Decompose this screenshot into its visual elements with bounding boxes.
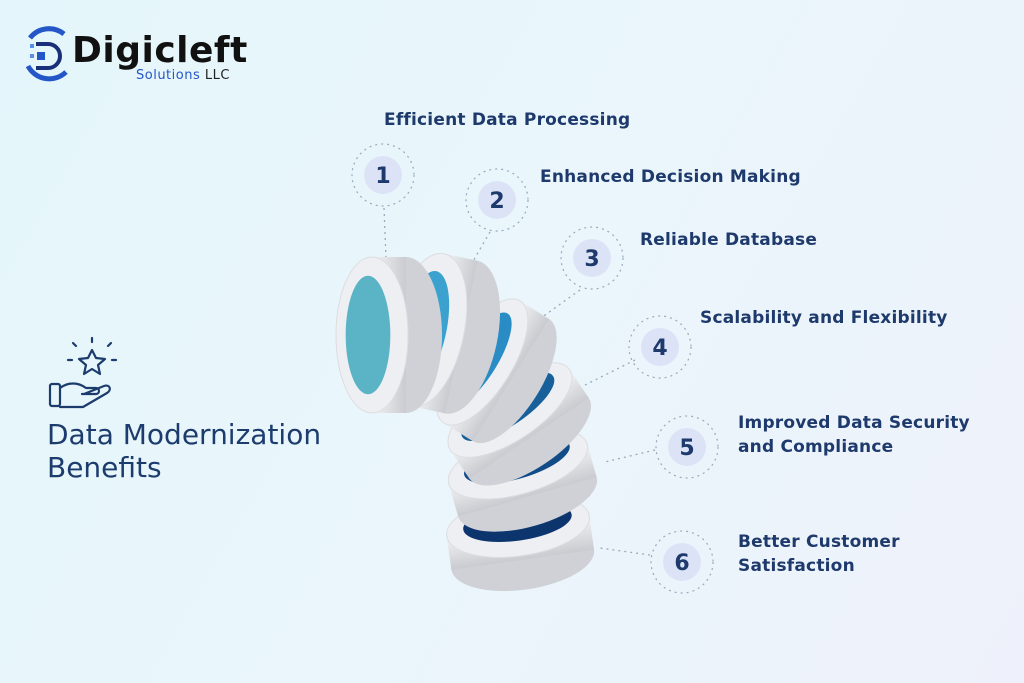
benefit-label-2: Enhanced Decision Making	[540, 167, 801, 187]
benefit-label-1: Efficient Data Processing	[384, 110, 631, 130]
connector-lines	[383, 207, 656, 556]
title-line-1: Data Modernization	[47, 418, 322, 451]
badge-number: 1	[375, 164, 390, 189]
badge-number: 4	[652, 336, 667, 361]
hand-star-icon	[48, 336, 118, 409]
brand-subtitle: Solutions LLC	[136, 68, 230, 83]
number-badge-1: 1	[351, 143, 415, 207]
number-badge-6: 6	[650, 530, 714, 594]
disc-face-1	[345, 275, 391, 395]
benefit-label-4: Scalability and Flexibility	[700, 308, 948, 328]
number-badge-4: 4	[628, 315, 692, 379]
number-badge-5: 5	[655, 415, 719, 479]
badge-number: 2	[489, 189, 504, 214]
benefit-label-3: Reliable Database	[640, 230, 818, 250]
brand-name: Digicleft	[72, 30, 248, 71]
page-title: Data Modernization Benefits	[47, 418, 321, 484]
number-badge-3: 3	[560, 226, 624, 290]
disc-1	[335, 256, 442, 414]
number-badge-2: 2	[465, 168, 529, 232]
disc-stack	[335, 252, 598, 592]
badge-number: 6	[674, 551, 689, 576]
title-line-2: Benefits	[47, 451, 162, 484]
badge-number: 5	[679, 436, 694, 461]
logo-icon	[25, 26, 68, 82]
badge-number: 3	[584, 247, 599, 272]
